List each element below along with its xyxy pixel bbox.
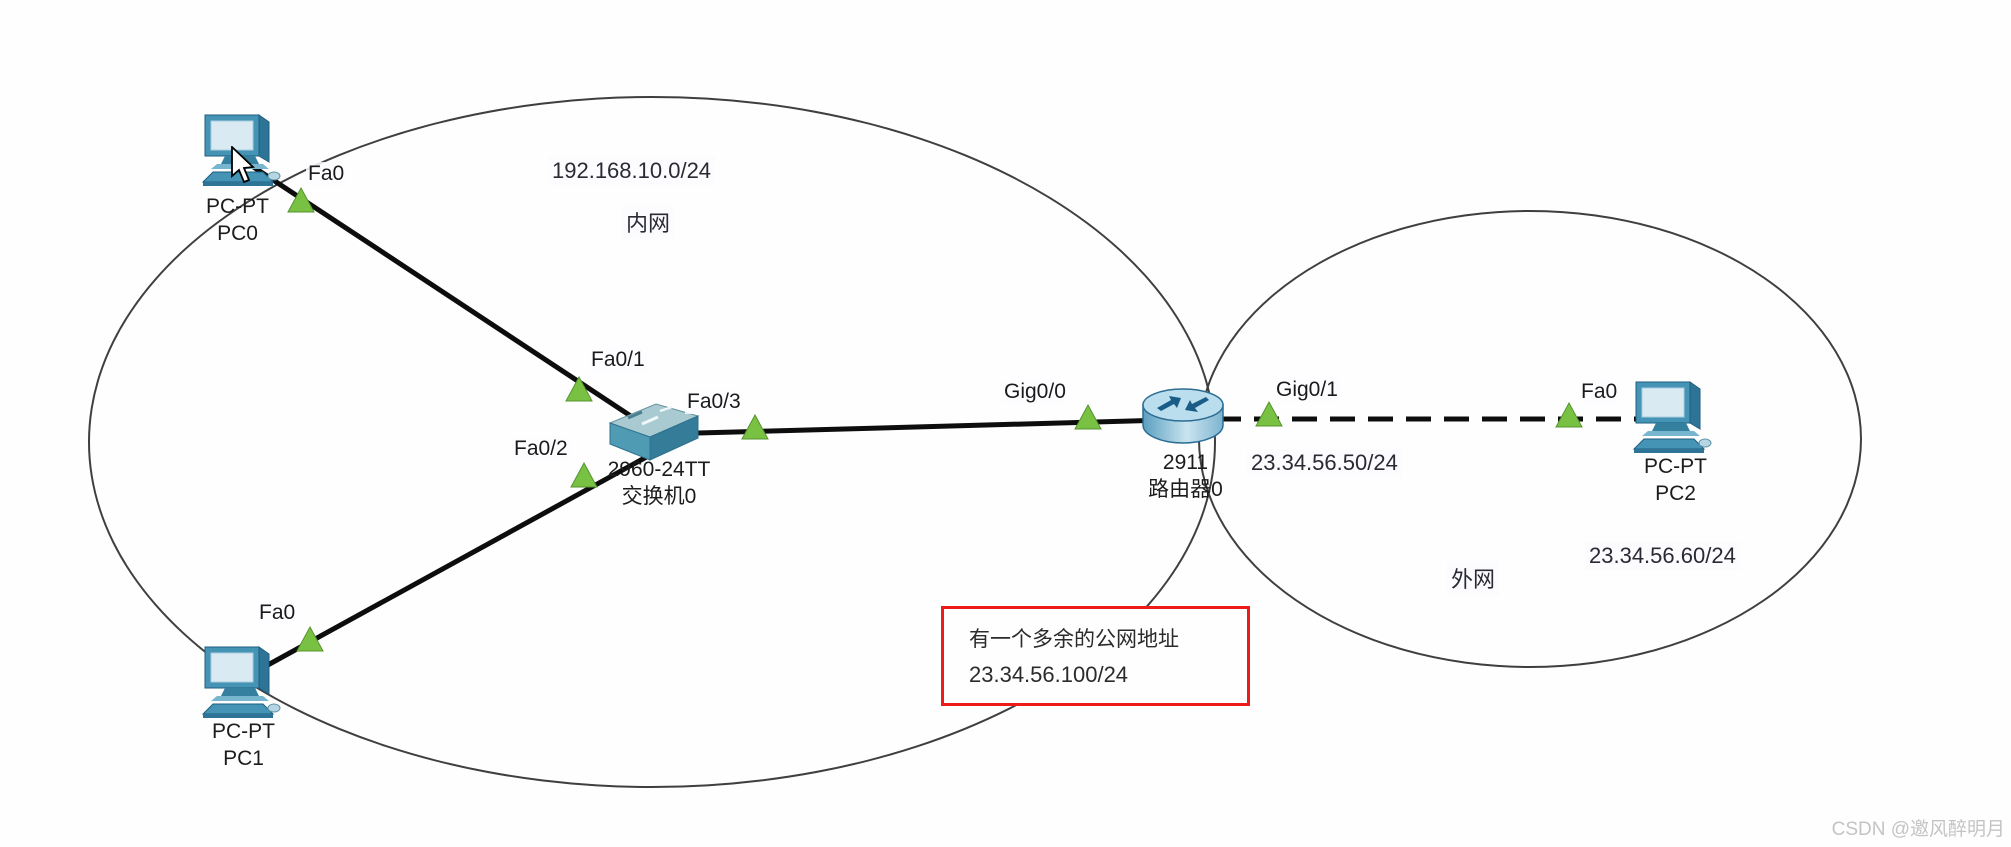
pc2-label: PC-PT PC2 [1593, 453, 1758, 507]
port-label-fa0-3: Fa0/3 [685, 390, 743, 414]
link-up-triangle-icon [570, 461, 598, 488]
link-up-triangle-icon [1555, 401, 1583, 428]
mouse-cursor-icon [231, 146, 256, 184]
link-up-triangle-icon [565, 375, 593, 402]
link-pc0-switch0[interactable] [250, 163, 657, 435]
pc-icon [201, 646, 281, 718]
pc1-name: PC1 [223, 747, 264, 770]
port-label-pc2-fa0: Fa0 [1579, 380, 1620, 404]
pc1-label: PC-PT PC1 [161, 718, 326, 772]
device-pc1[interactable] [199, 644, 283, 722]
router0-model: 2911 [1162, 451, 1209, 474]
pc-icon [1632, 381, 1712, 453]
router-icon [1142, 388, 1224, 444]
switch-icon [608, 403, 700, 461]
csdn-watermark: CSDN @邀风醉明月 [1831, 819, 2005, 840]
port-label-fa0-2: Fa0/2 [512, 437, 570, 461]
port-label-gig0-0: Gig0/0 [1002, 380, 1068, 404]
note-text-line1: 有一个多余的公网地址 [969, 628, 1179, 651]
pc0-name: PC0 [217, 222, 258, 245]
link-up-triangle-icon [296, 625, 324, 652]
pc0-model: PC-PT [206, 195, 269, 218]
router-gig0-1-ip-label: 23.34.56.50/24 [1247, 449, 1402, 477]
port-label-pc0-fa0: Fa0 [306, 162, 347, 186]
link-up-triangle-icon [287, 186, 315, 213]
pc2-name: PC2 [1655, 482, 1696, 505]
pc0-label: PC-PT PC0 [155, 193, 320, 247]
intranet-name-label: 内网 [622, 205, 675, 239]
port-label-gig0-1: Gig0/1 [1274, 378, 1340, 402]
device-pc2[interactable] [1630, 379, 1714, 457]
note-text-line2: 23.34.56.100/24 [969, 662, 1129, 687]
pc-icon [201, 114, 281, 186]
pc1-model: PC-PT [212, 720, 275, 743]
switch0-name: 交换机0 [621, 485, 697, 508]
switch0-model: 2960-24TT [607, 458, 711, 481]
pc2-model: PC-PT [1644, 455, 1707, 478]
intranet-subnet-label: 192.168.10.0/24 [548, 157, 716, 185]
link-up-triangle-icon [1255, 400, 1283, 427]
device-router0[interactable] [1135, 378, 1231, 456]
switch0-label: 2960-24TT 交换机0 [574, 456, 744, 510]
port-label-pc1-fa0: Fa0 [257, 601, 298, 625]
internet-name-label: 外网 [1447, 561, 1500, 595]
router0-name: 路由器0 [1148, 478, 1223, 501]
link-pc1-switch0[interactable] [264, 452, 652, 669]
port-label-fa0-1: Fa0/1 [589, 348, 647, 372]
link-up-triangle-icon [1074, 403, 1102, 430]
device-pc0[interactable] [199, 112, 283, 190]
device-switch0[interactable] [604, 397, 704, 469]
router0-label: 2911 路由器0 [1098, 449, 1273, 503]
pc2-ip-label: 23.34.56.60/24 [1585, 542, 1740, 570]
public-ip-note-box[interactable]: 有一个多余的公网地址 23.34.56.100/24 [941, 606, 1250, 706]
link-up-triangle-icon [741, 413, 769, 440]
